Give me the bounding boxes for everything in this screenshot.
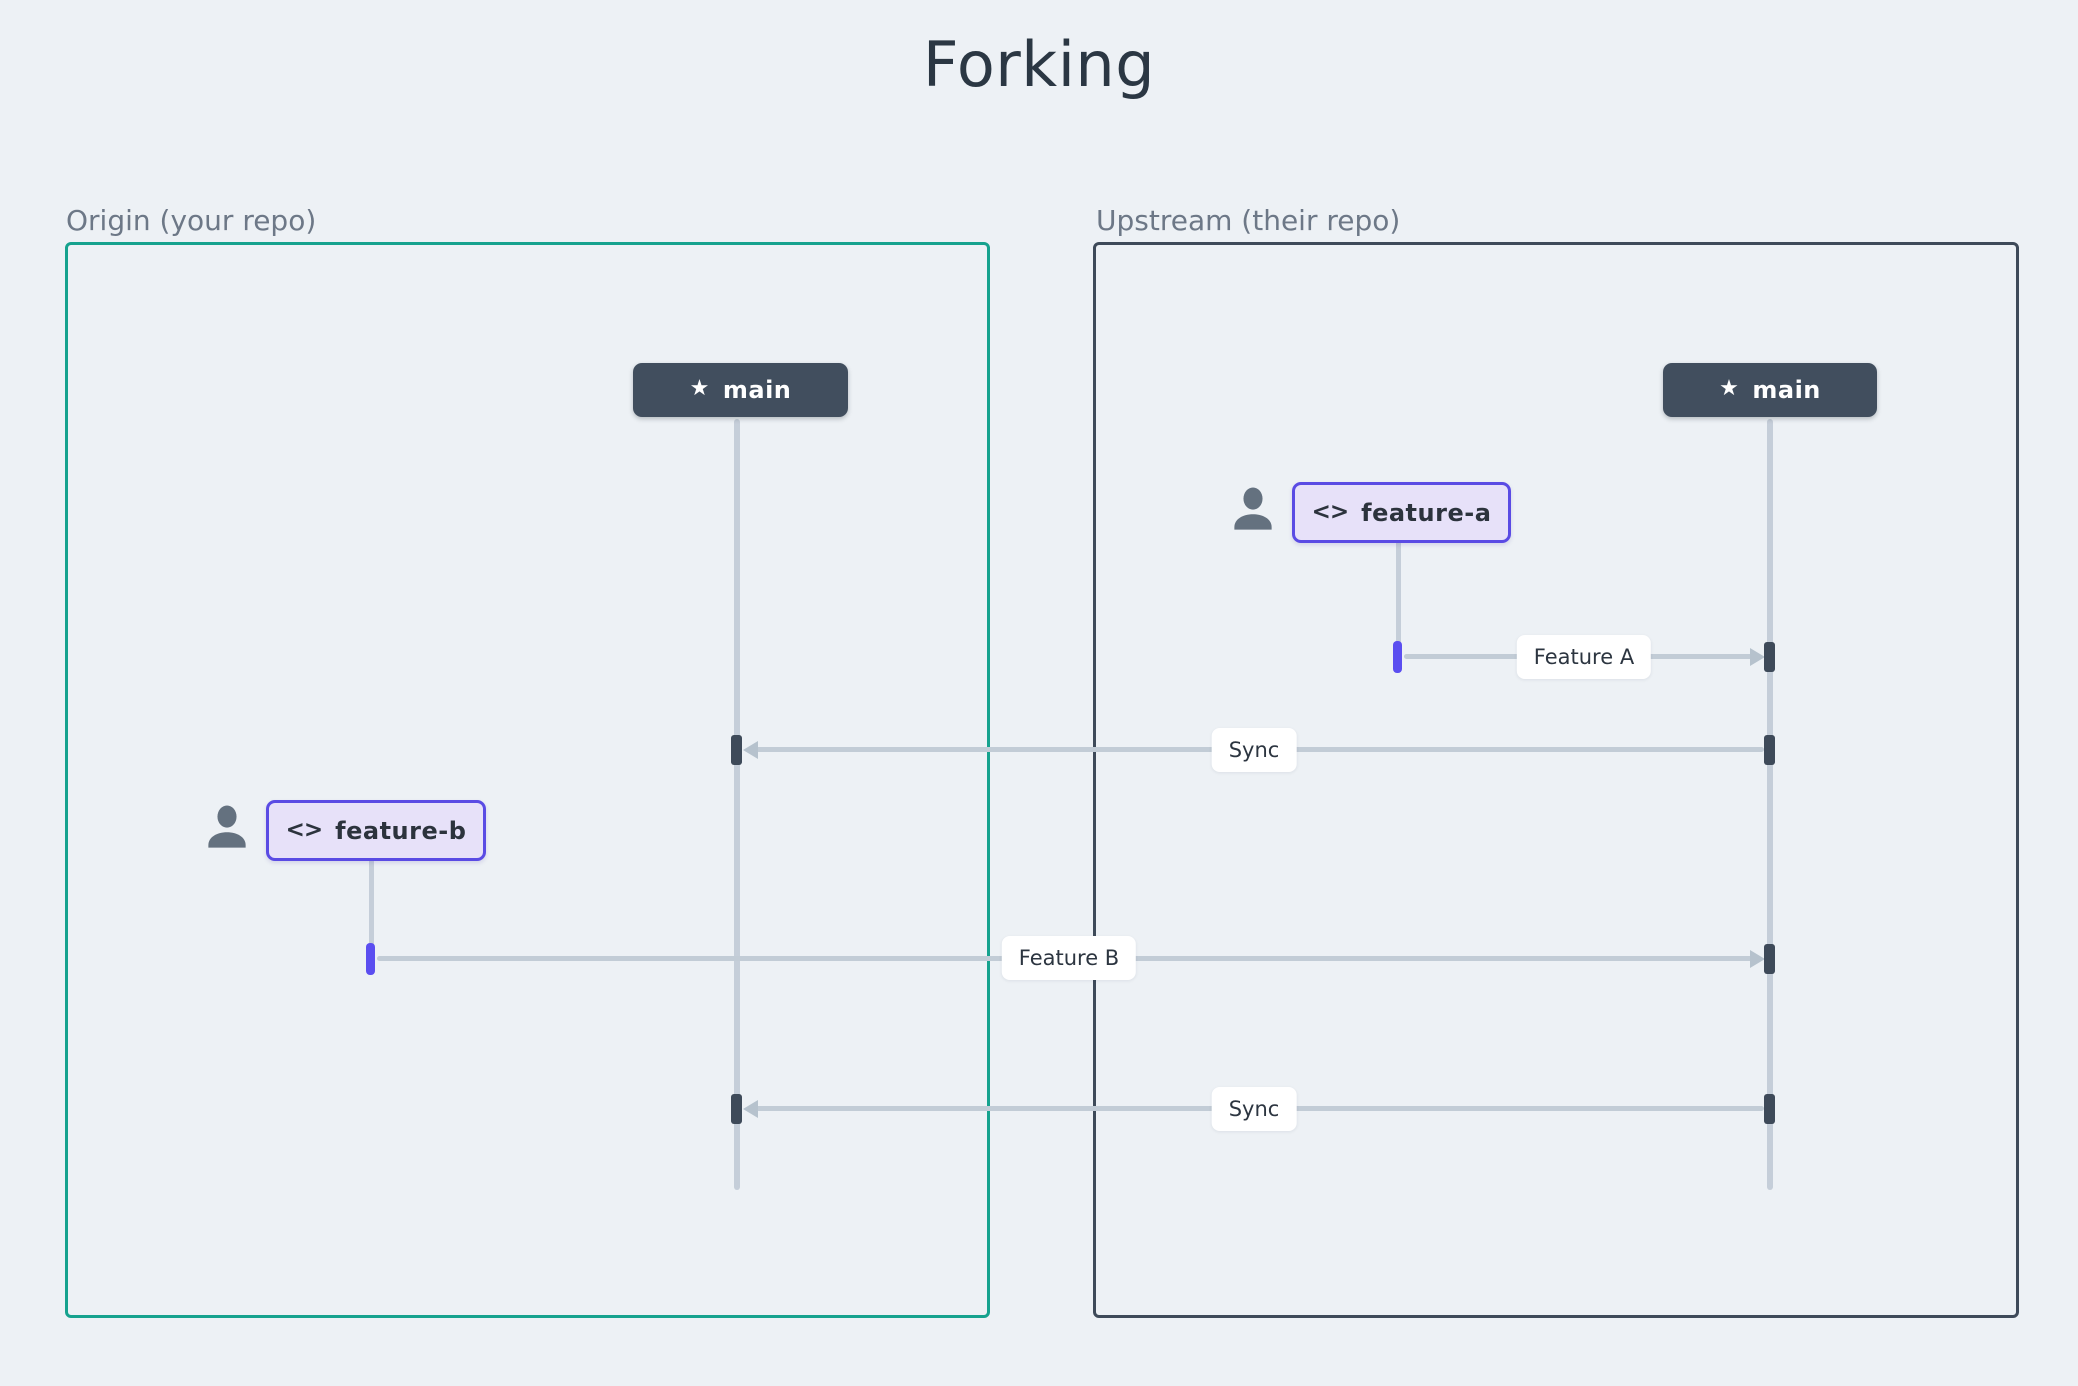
branch-badge-label: main <box>722 376 792 404</box>
lifeline-feature-b <box>369 853 374 948</box>
branch-badge-label: main <box>1752 376 1821 404</box>
upstream-box <box>1093 242 2019 1318</box>
star-icon: ★ <box>689 376 710 401</box>
origin-box-label: Origin (your repo) <box>66 204 317 237</box>
branch-badge-feature-b: <> feature-b <box>266 800 486 861</box>
message-label-sync-2: Sync <box>1211 1087 1297 1131</box>
activation-bar <box>731 735 742 765</box>
lifeline-origin-main <box>734 419 740 1190</box>
arrowhead-left-icon <box>743 741 758 759</box>
activation-bar-feature-a <box>1393 641 1402 673</box>
message-label-feature-b: Feature B <box>1001 936 1137 980</box>
code-icon: <> <box>285 816 324 843</box>
person-icon <box>1234 487 1272 530</box>
code-icon: <> <box>1311 498 1350 525</box>
lifeline-upstream-main <box>1767 419 1773 1190</box>
person-icon <box>208 805 246 848</box>
arrowhead-right-icon <box>1750 950 1765 968</box>
branch-badge-label: feature-a <box>1361 498 1492 527</box>
activation-bar <box>731 1094 742 1124</box>
activation-bar <box>1764 642 1775 672</box>
activation-bar-feature-b <box>366 943 375 975</box>
activation-bar <box>1764 944 1775 974</box>
star-icon: ★ <box>1719 376 1740 401</box>
lifeline-feature-a <box>1396 536 1401 648</box>
origin-box <box>65 242 990 1318</box>
branch-badge-label: feature-b <box>335 816 467 845</box>
branch-badge-origin-main: ★ main <box>633 363 848 417</box>
upstream-box-label: Upstream (their repo) <box>1096 204 1401 237</box>
arrowhead-left-icon <box>743 1100 758 1118</box>
message-label-feature-a: Feature A <box>1516 635 1652 679</box>
branch-badge-upstream-main: ★ main <box>1663 363 1877 417</box>
page-title: Forking <box>922 28 1156 101</box>
arrowhead-right-icon <box>1750 648 1765 666</box>
message-label-sync-1: Sync <box>1211 728 1297 772</box>
activation-bar <box>1764 1094 1775 1124</box>
branch-badge-feature-a: <> feature-a <box>1292 482 1511 543</box>
activation-bar <box>1764 735 1775 765</box>
